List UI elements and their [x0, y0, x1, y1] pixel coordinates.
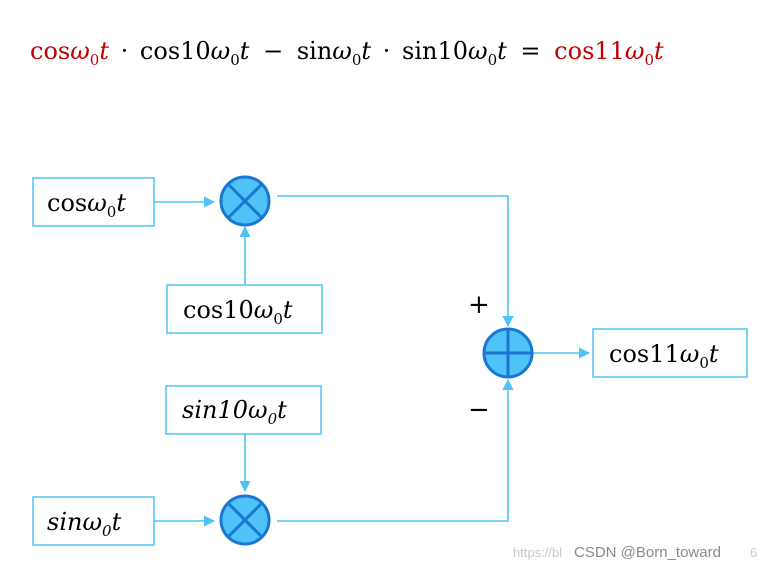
box-sin-sub: 0 [102, 522, 112, 540]
multiplier-1 [219, 175, 271, 227]
line-mult2-to-sum [277, 378, 514, 522]
box-cos10-fn: cos10 [183, 296, 254, 324]
eq-term2-var: t [240, 37, 250, 65]
eq-term3-fn: sin [297, 37, 332, 65]
eq-term1-sub: 0 [90, 51, 100, 69]
eq-dot2: · [383, 37, 391, 65]
box-sin-var: t [112, 508, 122, 536]
box-sin10-omega: ω [248, 396, 268, 424]
box-sin10: sin10ω0t [165, 385, 322, 435]
watermark-label: CSDN @Born_toward [574, 544, 721, 561]
eq-term2-fn: cos10 [140, 37, 211, 65]
svg-text:cosω0t: cosω0t [47, 189, 126, 221]
summing-node [482, 327, 534, 379]
svg-text:cos10ω0t: cos10ω0t [183, 296, 293, 328]
box-output-fn: cos11 [609, 340, 680, 368]
eq-term1-var: t [99, 37, 109, 65]
box-sin10-sub: 0 [268, 410, 278, 428]
connections [154, 195, 591, 527]
multiplier-2 [219, 494, 271, 546]
box-cos10-omega: ω [254, 296, 274, 324]
eq-result-omega: ω [625, 37, 645, 65]
svg-text:sin10ω0t: sin10ω0t [182, 396, 287, 428]
box-sin-fn: sin [47, 508, 82, 536]
box-output-sub: 0 [699, 354, 709, 372]
box-sin-omega: ω [82, 508, 102, 536]
box-cos10-sub: 0 [273, 310, 283, 328]
box-output-omega: ω [680, 340, 700, 368]
box-cos: cosω0t [32, 177, 155, 227]
box-cos-var: t [116, 189, 126, 217]
box-sin: sinω0t [32, 496, 155, 546]
box-cos-omega: ω [87, 189, 107, 217]
box-output-var: t [709, 340, 719, 368]
eq-term4-omega: ω [468, 37, 488, 65]
box-cos10-var: t [283, 296, 293, 324]
eq-equals: = [520, 37, 540, 65]
equation: cosω0t · cos10ω0t − sinω0t · sin10ω0t = … [30, 37, 664, 69]
minus-sign: − [468, 395, 490, 425]
eq-term2-omega: ω [211, 37, 231, 65]
box-output: cos11ω0t [592, 328, 748, 378]
eq-term3-var: t [361, 37, 371, 65]
eq-term4-var: t [497, 37, 507, 65]
eq-term1-fn: cos [30, 37, 70, 65]
watermark-tail: 6 [750, 545, 757, 560]
box-cos10: cos10ω0t [166, 284, 323, 334]
box-cos-sub: 0 [107, 203, 117, 221]
box-sin10-var: t [277, 396, 287, 424]
watermark: https://bl CSDN @Born_toward 6 [513, 544, 757, 561]
eq-minus: − [263, 37, 283, 65]
line-mult1-to-sum [277, 195, 514, 328]
svg-text:sinω0t: sinω0t [47, 508, 122, 540]
svg-text:cosω0t · cos10ω0t: cosω0t · cos10ω0t − sinω0t · sin10ω0t = … [30, 37, 664, 69]
eq-term1-omega: ω [70, 37, 90, 65]
eq-result-var: t [654, 37, 664, 65]
eq-term2-sub: 0 [230, 51, 240, 69]
watermark-url: https://bl [513, 545, 562, 560]
eq-term3-sub: 0 [352, 51, 362, 69]
svg-text:cos11ω0t: cos11ω0t [609, 340, 719, 372]
eq-result-fn: cos11 [554, 37, 625, 65]
eq-term4-sub: 0 [488, 51, 498, 69]
eq-term3-omega: ω [332, 37, 352, 65]
box-sin10-fn: sin10 [182, 396, 248, 424]
eq-term4-fn: sin10 [402, 37, 468, 65]
box-cos-fn: cos [47, 189, 87, 217]
eq-result-sub: 0 [645, 51, 655, 69]
plus-sign: + [468, 290, 490, 320]
eq-dot1: · [121, 37, 129, 65]
